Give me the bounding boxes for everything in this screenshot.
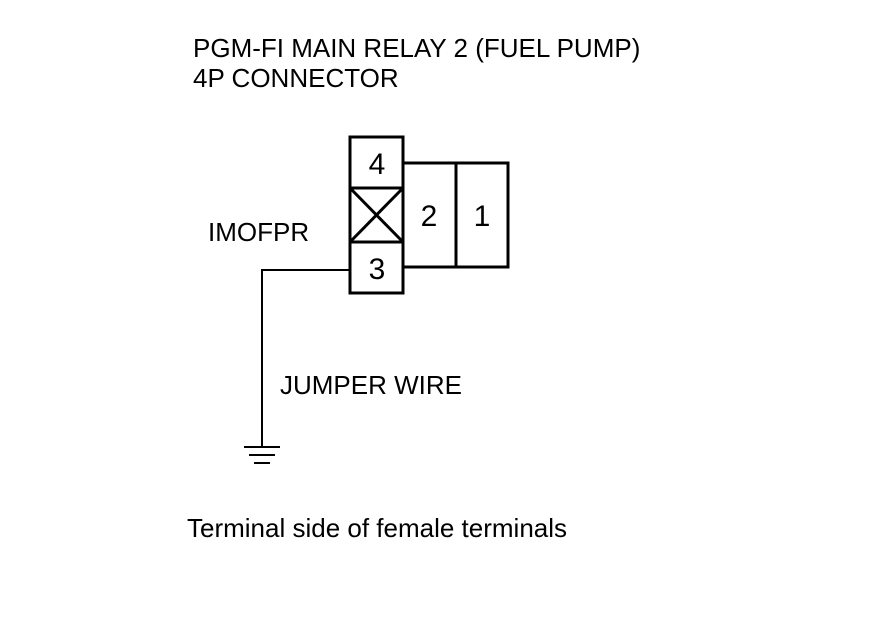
diagram-title-line1: PGM-FI MAIN RELAY 2 (FUEL PUMP) (193, 33, 641, 63)
connector-body (348, 135, 510, 295)
diagram-title-line2: 4P CONNECTOR (193, 63, 399, 93)
jumper-wire (261, 269, 350, 447)
pin-label-2: 2 (421, 200, 438, 233)
jumper-wire-label: JUMPER WIRE (280, 370, 462, 400)
pin-label-3: 3 (369, 253, 386, 286)
empty-cavity-cross (348, 186, 405, 244)
wire-label: IMOFPR (208, 217, 310, 247)
diagram-caption: Terminal side of female terminals (187, 513, 568, 543)
pin-label-4: 4 (369, 148, 386, 181)
ground-icon (244, 446, 280, 464)
pin-label-1: 1 (474, 200, 491, 233)
